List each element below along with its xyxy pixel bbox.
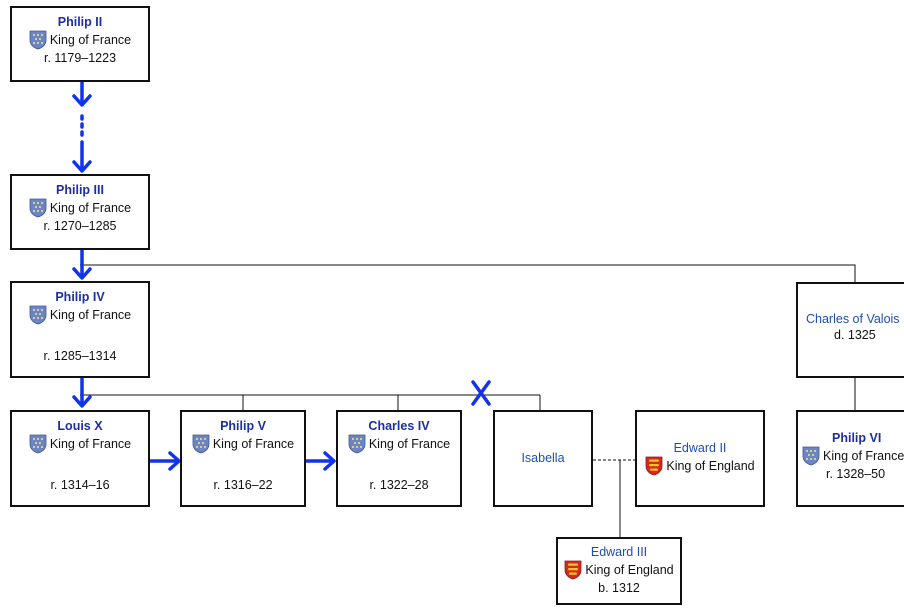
- person-name[interactable]: Philip VI: [832, 431, 882, 445]
- person-box-edward3: Edward III King of England b. 1312: [556, 537, 682, 605]
- person-title: King of France: [49, 201, 132, 216]
- person-name[interactable]: Charles IV: [368, 419, 430, 433]
- branch-line-valois: [80, 264, 856, 282]
- person-name[interactable]: Philip V: [220, 419, 266, 433]
- person-title: King of France: [49, 308, 132, 323]
- person-reign: r. 1179–1223: [43, 51, 117, 66]
- person-title: King of England: [666, 459, 755, 474]
- cross-mark-b: [471, 380, 491, 406]
- france-shield-icon: [29, 434, 47, 454]
- person-reign: r. 1285–1314: [43, 349, 117, 364]
- person-reign: r. 1322–28: [369, 478, 429, 493]
- person-name[interactable]: Edward III: [590, 545, 648, 559]
- person-box-philip5: Philip V King of France r. 1316–22: [180, 410, 306, 507]
- person-reign: r. 1314–16: [50, 478, 110, 493]
- person-box-philip3: Philip III King of France r. 1270–1285: [10, 174, 150, 250]
- france-shield-icon: [29, 305, 47, 325]
- person-died: d. 1325: [834, 328, 876, 343]
- france-shield-icon: [29, 30, 47, 50]
- person-name[interactable]: Edward II: [673, 441, 727, 455]
- person-name[interactable]: Philip II: [57, 15, 103, 29]
- france-shield-icon: [192, 434, 210, 454]
- person-name[interactable]: Louis X: [57, 419, 103, 433]
- arrow-to-charles4-head: [323, 451, 336, 471]
- person-title: King of England: [585, 563, 674, 578]
- person-title: King of France: [49, 437, 132, 452]
- person-title: King of France: [368, 437, 451, 452]
- person-box-charles-valois: Charles of Valois d. 1325: [796, 282, 904, 378]
- france-shield-icon: [348, 434, 366, 454]
- person-reign: r. 1316–22: [213, 478, 273, 493]
- arrow-philip2-head: [72, 94, 92, 107]
- arrow-to-philip3-head: [72, 160, 92, 173]
- person-name[interactable]: Isabella: [521, 451, 565, 466]
- person-name[interactable]: Charles of Valois: [806, 312, 900, 326]
- person-box-philip6: Philip VI King of France r. 1328–50: [796, 410, 904, 507]
- person-box-edward2: Edward II King of England: [635, 410, 765, 507]
- arrow-to-philip4-head: [72, 267, 92, 280]
- person-title: King of France: [823, 449, 904, 464]
- person-name[interactable]: Philip III: [56, 183, 104, 197]
- person-name[interactable]: Philip IV: [55, 290, 105, 304]
- england-shield-icon: [645, 456, 663, 476]
- england-shield-icon: [564, 560, 582, 580]
- person-reign: r. 1328–50: [826, 467, 886, 482]
- person-box-isabella: Isabella: [493, 410, 593, 507]
- person-box-charles4: Charles IV King of France r. 1322–28: [336, 410, 462, 507]
- person-box-philip2: Philip II King of France r. 1179–1223: [10, 6, 150, 82]
- person-title: King of France: [212, 437, 295, 452]
- person-born: b. 1312: [598, 581, 640, 596]
- arrow-to-louis10-head: [72, 395, 92, 408]
- succession-arrows: [72, 80, 491, 471]
- france-shield-icon: [29, 198, 47, 218]
- person-box-louis10: Louis X King of France r. 1314–16: [10, 410, 150, 507]
- person-box-philip4: Philip IV King of France r. 1285–1314: [10, 281, 150, 378]
- arrow-to-philip5-head: [168, 451, 181, 471]
- person-title: King of France: [49, 33, 132, 48]
- person-reign: r. 1270–1285: [43, 219, 117, 234]
- france-shield-icon: [802, 446, 820, 466]
